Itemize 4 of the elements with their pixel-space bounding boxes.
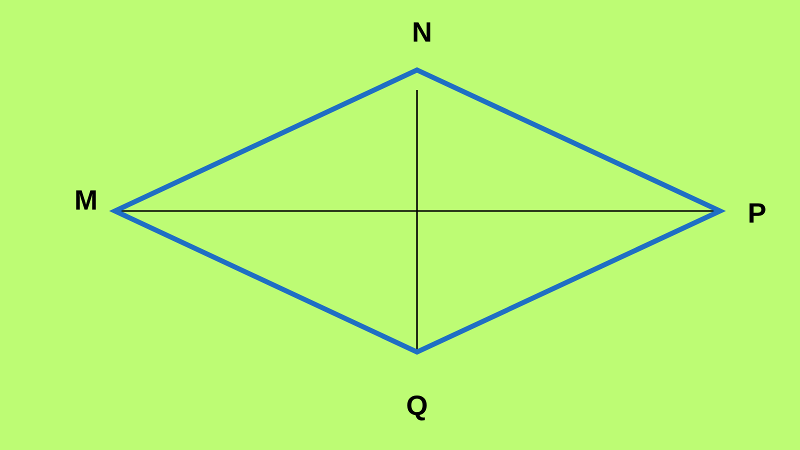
vertex-label: Q — [407, 395, 427, 421]
vertex-label: M — [76, 190, 96, 210]
vertex-label: P — [750, 203, 766, 223]
vertex-label: N — [414, 22, 430, 42]
